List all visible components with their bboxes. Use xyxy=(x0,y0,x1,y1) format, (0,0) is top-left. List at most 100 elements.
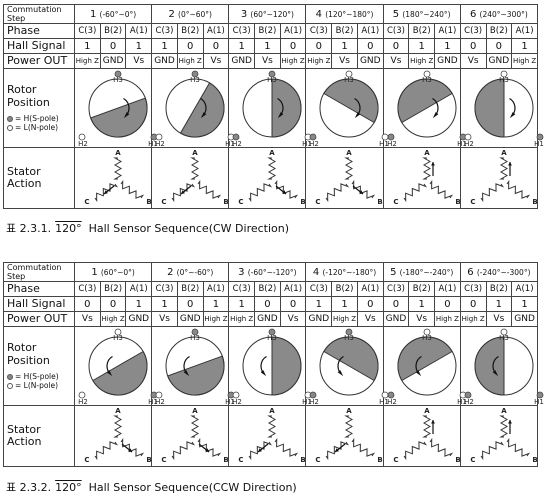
rotation-arrowhead-icon xyxy=(201,112,207,119)
stator-coil-icon xyxy=(267,157,277,180)
current-arrowhead-icon xyxy=(104,190,108,195)
coil-label: C xyxy=(470,456,475,464)
phase-label: Phase xyxy=(3,23,75,40)
phase-cell: A(1) xyxy=(434,281,461,298)
hall-sensor-left-icon xyxy=(78,391,86,399)
hall-sensor-label: H3 xyxy=(113,334,123,342)
coil-label: B xyxy=(532,198,537,206)
power-out-label: Power OUT xyxy=(3,53,75,70)
phase-cell: C(3) xyxy=(74,23,101,40)
hall-sensor-left-icon xyxy=(232,133,240,141)
stator-coil-icon xyxy=(274,438,299,458)
caption-number: 120° xyxy=(55,222,82,235)
power-cell: GND xyxy=(485,53,513,70)
coil-label: B xyxy=(455,198,460,206)
current-arrowhead-icon xyxy=(205,448,210,453)
stator-coil-icon xyxy=(171,183,196,203)
step-header: 5 (180°~240°) xyxy=(382,3,461,25)
step-header: 2 (0°~-60°) xyxy=(151,261,230,283)
coil-label: A xyxy=(270,407,276,415)
stator-coil-icon xyxy=(120,438,145,458)
coil-label: B xyxy=(378,456,383,464)
phase-cell: B(2) xyxy=(254,23,281,40)
hall-sensor-label: H1 xyxy=(380,398,390,406)
hall-cell: 0 xyxy=(176,296,204,313)
coil-label: C xyxy=(84,198,89,206)
legend-l-text: = L(N-pole) xyxy=(15,381,59,391)
hall-sensor-label: H1 xyxy=(148,398,158,406)
coil-label: B xyxy=(301,198,306,206)
coil-label: C xyxy=(316,198,321,206)
rotation-arrowhead-icon xyxy=(355,112,361,119)
hall-sensor-label: H2 xyxy=(387,398,397,406)
hall-sensor-left-icon xyxy=(310,391,317,399)
hall-cell: 1 xyxy=(408,296,436,313)
power-cell: High Z xyxy=(408,53,436,70)
coil-label: A xyxy=(424,149,430,157)
hall-sensor-label: H2 xyxy=(310,398,320,406)
phase-cell: C(3) xyxy=(305,23,333,40)
power-cell: Vs xyxy=(485,311,513,328)
hall-cell: 1 xyxy=(74,38,101,55)
hall-sensor-top-icon xyxy=(268,328,276,336)
step-header: 4 (120°~180°) xyxy=(305,3,384,25)
hall-sensor-label: H1 xyxy=(225,140,235,148)
phase-cell: A(1) xyxy=(434,23,461,40)
stator-coil-icon xyxy=(326,183,350,203)
stator-coil-icon xyxy=(403,441,427,461)
power-cell: High Z xyxy=(434,311,461,328)
hall-sensor-label: H3 xyxy=(499,334,509,342)
hall-cell: 0 xyxy=(99,296,127,313)
phase-cell: C(3) xyxy=(305,281,333,298)
power-cell: Vs xyxy=(331,53,358,70)
coil-label: B xyxy=(301,456,306,464)
hall-sensor-label: H2 xyxy=(78,398,88,406)
coil-label: A xyxy=(501,407,507,415)
stator-coil-icon xyxy=(403,183,427,203)
hall-sensor-left-icon xyxy=(387,133,395,141)
coil-label: A xyxy=(192,407,198,415)
step-header: 6 (240°~300°) xyxy=(459,3,539,25)
rotation-arrowhead-icon xyxy=(106,370,113,377)
caption-prefix: 표 2.3.1. xyxy=(6,222,52,235)
hall-cell: 0 xyxy=(382,38,410,55)
stator-coil-icon xyxy=(429,180,453,200)
coil-label: A xyxy=(270,149,276,157)
power-cell: GND xyxy=(151,53,178,70)
stator-coil-icon xyxy=(113,415,122,438)
legend-l-text: = L(N-pole) xyxy=(15,123,59,133)
hall-sensor-label: H1 xyxy=(302,398,312,406)
hall-sensor-left-icon xyxy=(464,133,472,141)
step-label: Commutation Step xyxy=(3,261,75,283)
hall-sensor-top-icon xyxy=(346,328,353,336)
power-cell: GND xyxy=(99,53,127,70)
power-cell: Vs xyxy=(382,53,410,70)
stator-coil-icon xyxy=(506,180,530,200)
hall-sensor-label: H2 xyxy=(464,140,474,148)
rotation-arrowhead-icon xyxy=(123,112,130,119)
phase-cell: B(2) xyxy=(485,281,513,298)
hall-cell: 0 xyxy=(202,38,230,55)
coil-label: C xyxy=(84,456,89,464)
step-header: 3 (60°~120°) xyxy=(228,3,307,25)
power-cell: Vs xyxy=(151,311,178,328)
phase-cell: C(3) xyxy=(151,281,178,298)
coil-label: A xyxy=(115,407,121,415)
hall-sensor-top-icon xyxy=(191,328,199,336)
power-cell: High Z xyxy=(74,53,101,70)
power-cell: GND xyxy=(434,53,461,70)
rotor-position-row: Rotor Position = H(S-pole) = L(N-pole) H… xyxy=(3,68,544,149)
hall-sensor-label: H2 xyxy=(464,398,474,406)
